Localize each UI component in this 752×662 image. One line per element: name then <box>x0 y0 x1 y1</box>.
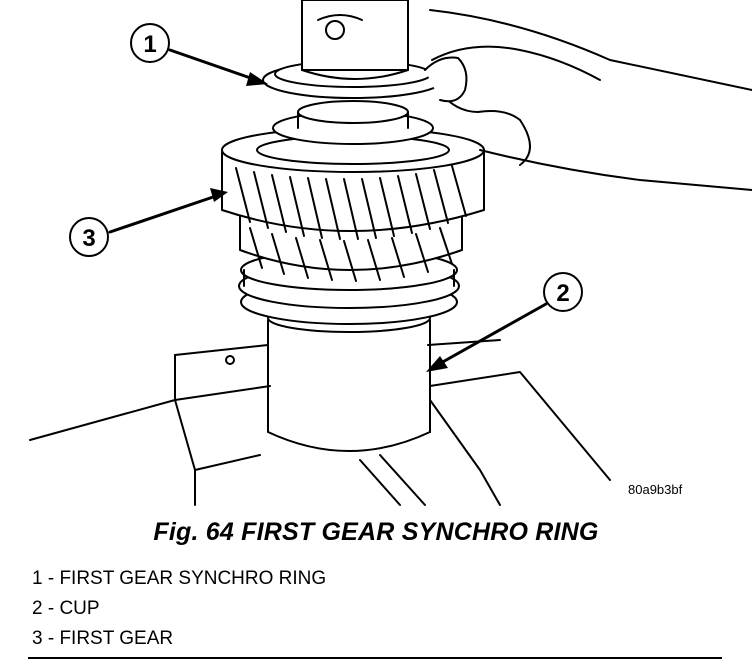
cup <box>267 303 431 452</box>
hand <box>424 9 752 191</box>
leader-arrows <box>108 48 548 370</box>
legend-item-1: 1 - FIRST GEAR SYNCHRO RING <box>32 568 327 589</box>
arrow-head-1 <box>246 72 268 86</box>
upper-shaft-and-ring <box>262 0 444 145</box>
legend-item-2: 2 - CUP <box>32 598 100 619</box>
figure-caption: Fig. 64 FIRST GEAR SYNCHRO RING <box>153 518 599 546</box>
callout-label-3: 3 <box>82 225 95 252</box>
callout-label-1: 1 <box>143 31 156 58</box>
bottom-rule <box>28 657 722 659</box>
legend-item-3: 3 - FIRST GEAR <box>32 628 174 649</box>
arrow-head-3 <box>210 188 228 202</box>
image-code: 80a9b3bf <box>628 482 683 497</box>
first-gear <box>221 127 485 282</box>
callout-circles <box>69 23 583 312</box>
callout-label-2: 2 <box>556 280 569 307</box>
arrow-head-2 <box>426 356 448 372</box>
technical-illustration: 1 2 3 80a9b3bf <box>29 0 752 506</box>
bench-fixture <box>29 339 611 506</box>
